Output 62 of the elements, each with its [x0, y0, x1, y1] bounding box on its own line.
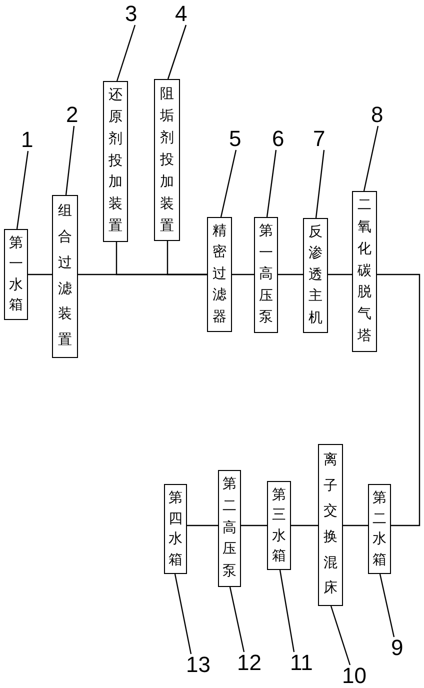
box-label: 第一高压泵 [259, 222, 273, 328]
connector-line [343, 524, 368, 526]
leader-line [174, 574, 192, 654]
callout-number: 3 [125, 3, 138, 25]
callout-number: 7 [313, 128, 326, 150]
callout-number: 4 [175, 3, 188, 25]
box-label: 还原剂投加装置 [108, 86, 122, 236]
equipment-box [154, 79, 180, 241]
callout-number: 1 [21, 129, 34, 151]
box-label: 离子交换混床 [324, 450, 338, 598]
callout-number: 6 [272, 128, 284, 150]
callout-number: 2 [66, 104, 78, 126]
leader-line [116, 24, 136, 82]
leader-line [229, 586, 245, 652]
leader-line [16, 150, 29, 230]
equipment-box [207, 217, 232, 332]
box-label: 精密过滤器 [212, 222, 226, 327]
connector-line [328, 274, 352, 276]
callout-number: 13 [186, 654, 210, 676]
callout-number: 9 [391, 637, 404, 659]
box-label: 第二水箱 [372, 489, 386, 570]
leader-line [330, 606, 351, 666]
connector-line [291, 524, 318, 526]
leader-line [266, 150, 277, 218]
leader-line [279, 570, 295, 652]
leader-line [167, 24, 187, 80]
connector-line [166, 241, 207, 276]
connector-line [377, 274, 420, 526]
leader-line [65, 126, 75, 196]
callout-number: 10 [342, 665, 366, 687]
connector-line [278, 274, 303, 276]
equipment-box [218, 470, 241, 587]
box-label: 二氧化碳脱气塔 [358, 196, 372, 346]
connector-line [232, 274, 254, 276]
equipment-box [303, 218, 328, 333]
equipment-box [52, 195, 78, 358]
equipment-box [267, 481, 291, 570]
callout-number: 12 [237, 652, 262, 674]
connector-line [187, 524, 218, 526]
callout-number: 11 [290, 652, 313, 674]
box-label: 第一水箱 [9, 234, 23, 316]
leader-line [379, 574, 395, 638]
box-label: 第四水箱 [168, 489, 182, 570]
equipment-box [352, 191, 377, 352]
equipment-box [164, 484, 187, 574]
equipment-box [254, 217, 278, 333]
connector-line [28, 274, 52, 276]
box-label: 阻垢剂投加装置 [160, 85, 174, 236]
equipment-box [318, 444, 343, 606]
box-label: 反渗透主机 [308, 222, 322, 328]
callout-number: 8 [371, 104, 384, 126]
equipment-box [4, 229, 28, 320]
box-label: 第二高压泵 [222, 475, 236, 582]
leader-line [363, 126, 379, 192]
box-label: 第三水箱 [272, 486, 286, 566]
leader-line [315, 150, 325, 218]
callout-number: 5 [229, 128, 242, 150]
box-label: 组合过滤装置 [58, 202, 72, 350]
equipment-box [103, 81, 128, 242]
equipment-box [368, 484, 391, 574]
connector-line [241, 524, 267, 526]
leader-line [220, 150, 237, 218]
